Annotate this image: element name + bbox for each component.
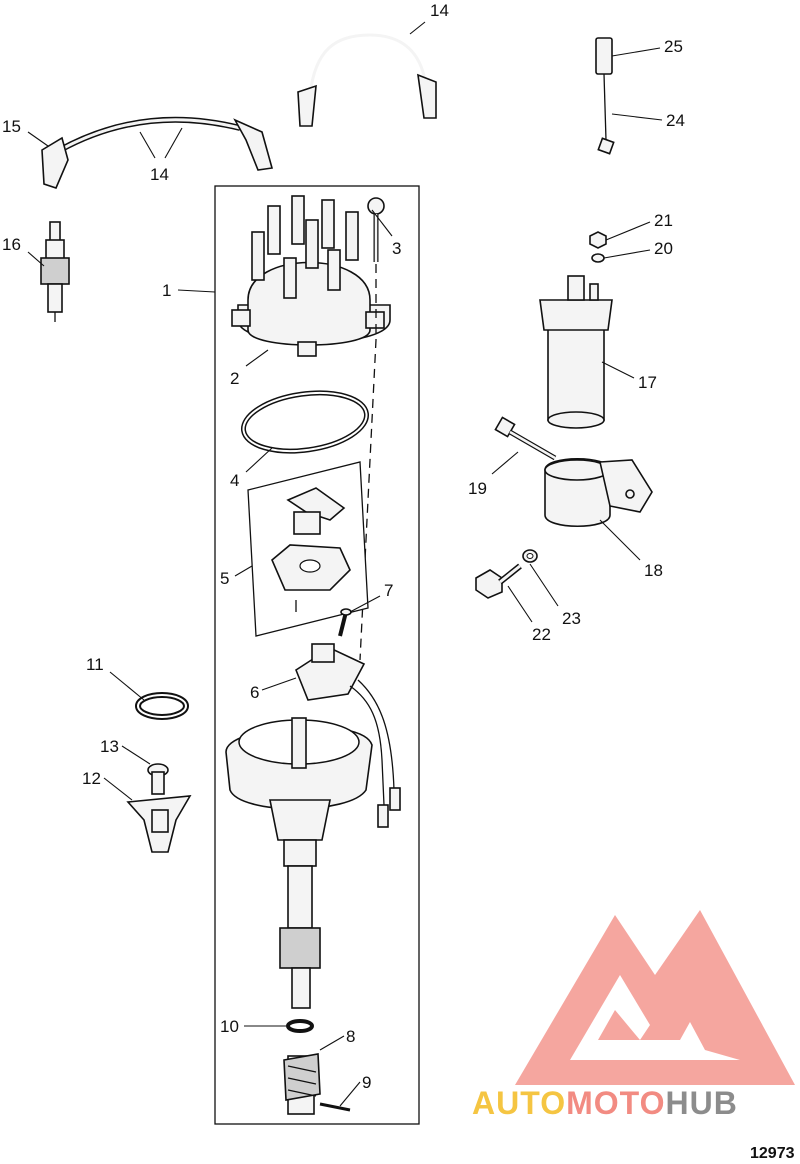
callout-16: 16 (2, 235, 21, 254)
callout-10: 10 (220, 1017, 239, 1036)
watermark-text: AUTOMOTOHUB (472, 1085, 738, 1121)
module-screw (338, 608, 352, 637)
callout-1: 1 (162, 281, 171, 300)
callout-6: 6 (250, 683, 259, 702)
callout-18: 18 (644, 561, 663, 580)
callout-25: 25 (664, 37, 683, 56)
spark-plug-wire-top (297, 33, 437, 127)
callout-23: 23 (562, 609, 581, 628)
callout-12: 12 (82, 769, 101, 788)
callout-labels: 14 14 15 16 25 24 21 20 17 19 18 22 23 3… (2, 1, 685, 1092)
callout-14-top: 14 (430, 1, 449, 20)
callout-17: 17 (638, 373, 657, 392)
spark-plug (40, 221, 70, 322)
callout-7: 7 (384, 581, 393, 600)
watermark-text-moto: MOTO (566, 1085, 665, 1121)
callout-13: 13 (100, 737, 119, 756)
drive-gear (283, 1053, 321, 1115)
callout-9: 9 (362, 1073, 371, 1092)
watermark-triangle (515, 910, 795, 1085)
ignition-coil (539, 275, 613, 429)
watermark-logo (515, 910, 795, 1085)
callout-8: 8 (346, 1027, 355, 1046)
bracket-bolt (494, 416, 557, 461)
assembly-frame (214, 185, 420, 1125)
callout-11: 11 (86, 655, 104, 674)
hold-down-clamp (126, 795, 192, 853)
callout-24: 24 (666, 111, 685, 130)
watermark-text-hub: HUB (665, 1085, 737, 1121)
callout-22: 22 (532, 625, 551, 644)
cap-seal-ring (240, 390, 370, 454)
cap-screw (367, 197, 385, 262)
coil-bracket (544, 457, 653, 528)
callout-2: 2 (230, 369, 239, 388)
mounting-bolt (475, 563, 522, 599)
callout-19: 19 (468, 479, 487, 498)
roll-pin (319, 1102, 351, 1112)
callout-15: 15 (2, 117, 21, 136)
distributor-housing (225, 717, 373, 1009)
clamp-bolt (147, 763, 169, 795)
callout-20: 20 (654, 239, 673, 258)
callout-3: 3 (392, 239, 401, 258)
callout-4: 4 (230, 471, 239, 490)
watermark-text-auto: AUTO (472, 1085, 566, 1121)
hold-down-washer (135, 692, 189, 720)
coil-nut-and-washer (589, 231, 607, 263)
lock-washer (522, 549, 538, 563)
ignition-module (295, 643, 401, 828)
callout-14-left: 14 (150, 165, 169, 184)
callout-5: 5 (220, 569, 229, 588)
rotor-kit (247, 461, 369, 637)
callout-21: 21 (654, 211, 673, 230)
leader-lines (27, 21, 663, 1107)
ground-strap (595, 37, 615, 155)
figure-number: 12973 (750, 1145, 795, 1162)
shaft-washer (286, 1019, 314, 1033)
distributor-cap (231, 195, 391, 357)
spark-plug-wire-left (41, 116, 274, 189)
